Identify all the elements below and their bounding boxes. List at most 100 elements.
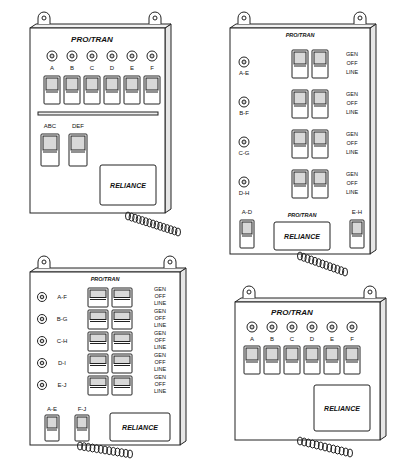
round-part xyxy=(38,381,47,390)
round-part xyxy=(130,54,134,58)
round-part xyxy=(40,383,44,387)
switch-label: A-E xyxy=(46,406,58,412)
part-outline xyxy=(306,348,318,360)
mounting-tab xyxy=(149,12,161,24)
edge-line xyxy=(314,186,326,187)
position-label: GEN xyxy=(153,331,167,337)
part-outline xyxy=(240,220,254,248)
part-outline xyxy=(88,376,108,395)
mounting-tab xyxy=(243,286,255,298)
round-part xyxy=(270,325,274,329)
logo-text: RELIANCE xyxy=(323,405,361,412)
position-label: GEN xyxy=(153,353,167,359)
edge-line xyxy=(47,430,57,431)
edge-line xyxy=(106,92,118,93)
round-part xyxy=(150,54,154,58)
circuit-pair: C-H xyxy=(56,338,69,344)
position-label: OFF xyxy=(154,338,167,344)
edge-line xyxy=(114,299,130,300)
round-part xyxy=(38,337,47,346)
part-outline xyxy=(266,348,278,360)
edge-line xyxy=(286,362,298,363)
part-outline xyxy=(124,76,140,104)
round-part xyxy=(70,54,74,58)
part-outline xyxy=(88,354,108,373)
part-outline xyxy=(146,78,158,90)
round-part xyxy=(250,325,254,329)
edge-line xyxy=(294,146,306,147)
edge-line xyxy=(294,106,306,107)
position-label: LINE xyxy=(345,190,359,196)
round-part xyxy=(242,60,246,64)
edge-line xyxy=(90,387,106,388)
mounting-tab xyxy=(354,12,366,24)
part-outline xyxy=(114,356,130,364)
edge-line xyxy=(306,362,318,363)
part-outline xyxy=(75,415,89,441)
position-label: LINE xyxy=(345,150,359,156)
panel-face xyxy=(165,24,171,213)
panel-face xyxy=(30,24,171,28)
part-outline xyxy=(90,312,106,320)
round-part xyxy=(127,51,137,61)
round-part xyxy=(267,322,277,332)
round-part xyxy=(242,100,246,104)
part-outline xyxy=(43,136,57,150)
round-part xyxy=(287,322,297,332)
position-label: LINE xyxy=(153,345,167,351)
round-part xyxy=(239,97,249,107)
logo-text: RELIANCE xyxy=(121,424,159,431)
part-outline xyxy=(344,346,360,374)
mounting-tab xyxy=(164,256,176,268)
round-part xyxy=(110,54,114,58)
round-part xyxy=(330,325,334,329)
edge-line xyxy=(114,343,130,344)
round-part xyxy=(40,361,44,365)
panel-face xyxy=(370,24,376,254)
round-part xyxy=(347,322,357,332)
round-part xyxy=(242,180,246,184)
part-outline xyxy=(242,222,252,234)
position-label: OFF xyxy=(154,360,167,366)
part-outline xyxy=(66,78,78,90)
edge-line xyxy=(352,236,362,237)
part-outline xyxy=(304,346,320,374)
round-part xyxy=(38,315,47,324)
circuit-pair: C-G xyxy=(238,150,251,156)
part-outline xyxy=(314,52,326,64)
edge-line xyxy=(314,106,326,107)
circuit-letter: A xyxy=(249,336,255,342)
part-outline xyxy=(294,92,306,104)
part-outline xyxy=(90,378,106,386)
panel-face xyxy=(230,24,376,28)
part-outline xyxy=(284,346,300,374)
part-outline xyxy=(324,346,340,374)
switch-label: E-H xyxy=(351,209,363,215)
position-label: OFF xyxy=(154,316,167,322)
round-part xyxy=(42,16,46,20)
panel-face xyxy=(180,268,186,445)
edge-line xyxy=(114,365,130,366)
position-label: LINE xyxy=(153,389,167,395)
part-outline xyxy=(246,348,258,360)
part-outline xyxy=(244,346,260,374)
edge-line xyxy=(114,387,130,388)
part-outline xyxy=(112,376,132,395)
part-outline xyxy=(106,78,118,90)
circuit-letter: C xyxy=(89,65,95,71)
edge-line xyxy=(43,152,57,153)
round-part xyxy=(168,260,172,264)
part-outline xyxy=(46,78,58,90)
round-part xyxy=(350,325,354,329)
edge-line xyxy=(246,362,258,363)
position-label: LINE xyxy=(153,301,167,307)
part-outline xyxy=(112,288,132,307)
circuit-letter: F xyxy=(349,336,355,342)
circuit-letter: B xyxy=(69,65,75,71)
panel-face xyxy=(235,298,386,302)
round-part xyxy=(50,54,54,58)
part-outline xyxy=(314,132,326,144)
edge-line xyxy=(66,92,78,93)
part-outline xyxy=(44,76,60,104)
